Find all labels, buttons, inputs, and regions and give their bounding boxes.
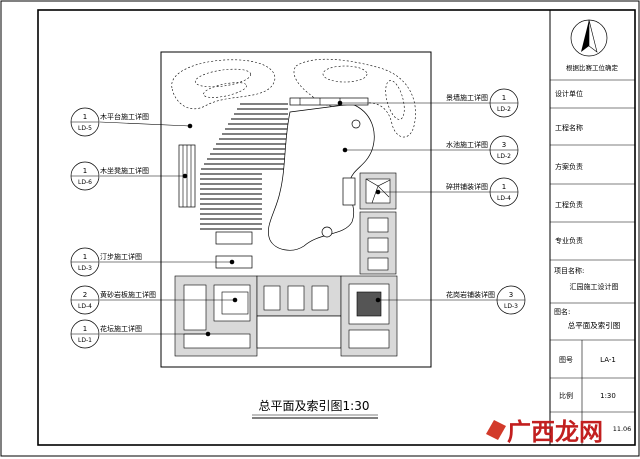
callout-label: 花坛施工详图 bbox=[100, 324, 142, 333]
site-boundary bbox=[160, 51, 432, 368]
callout-planter[interactable]: 1 LD-1 花坛施工详图 bbox=[70, 319, 142, 349]
wood-deck bbox=[200, 103, 288, 230]
north-note: 根据比赛工位确定 bbox=[566, 63, 619, 72]
callout-granite-paving[interactable]: 花岗岩铺装详图 3 LD-3 bbox=[446, 285, 526, 315]
callout-label: 木平台施工详图 bbox=[100, 112, 149, 121]
crazy-paving bbox=[359, 172, 397, 210]
design-unit-label: 设计单位 bbox=[555, 89, 583, 98]
callout-num: 2 bbox=[83, 291, 87, 299]
scale-value: 1:30 bbox=[600, 392, 616, 400]
scheme-lead-label: 方案负责 bbox=[555, 162, 583, 171]
callout-num: 1 bbox=[83, 113, 87, 121]
callout-ref: LD-2 bbox=[497, 153, 511, 160]
callout-label: 水池施工详图 bbox=[446, 140, 488, 149]
drawing-name-value: 总平面及索引图 bbox=[568, 320, 621, 330]
project-value: 汇园施工设计图 bbox=[570, 282, 619, 291]
callout-ref: LD-4 bbox=[78, 303, 92, 310]
callout-num: 3 bbox=[502, 141, 506, 149]
callout-num: 1 bbox=[83, 325, 87, 333]
date-value: 11.06 bbox=[613, 425, 632, 433]
sheet-no-value: LA-1 bbox=[600, 356, 616, 364]
scale-label: 比例 bbox=[559, 391, 573, 400]
callout-label: 花岗岩铺装详图 bbox=[446, 290, 495, 299]
callout-ref: LD-4 bbox=[497, 195, 511, 202]
callout-deck[interactable]: 1 LD-5 木平台施工详图 bbox=[70, 107, 149, 137]
watermark-text: 广西龙网 bbox=[507, 418, 603, 446]
callout-ref: LD-2 bbox=[497, 106, 511, 113]
site-plan bbox=[160, 51, 432, 368]
callout-num: 1 bbox=[83, 253, 87, 261]
planter-bed bbox=[174, 275, 258, 357]
callout-label: 碎拼铺装详图 bbox=[446, 182, 488, 191]
leader-lines bbox=[99, 100, 497, 337]
east-walkway bbox=[359, 211, 397, 275]
watermark-logo-icon bbox=[486, 420, 506, 440]
callout-pond[interactable]: 水池施工详图 3 LD-2 bbox=[446, 135, 519, 165]
callout-sandstone[interactable]: 2 LD-4 黄砂岩板施工详图 bbox=[70, 285, 156, 315]
title-block: 根据比赛工位确定 设计单位 工程名称 方案负责 工程负责 专业负责 项目名称: … bbox=[549, 10, 635, 445]
south-walkway bbox=[256, 275, 342, 349]
project-label: 项目名称: bbox=[554, 266, 584, 275]
callout-num: 1 bbox=[502, 94, 506, 102]
callout-num: 3 bbox=[509, 291, 513, 299]
callout-ref: LD-3 bbox=[504, 303, 518, 310]
pond-fountain bbox=[351, 119, 361, 129]
feature-wall bbox=[289, 97, 369, 106]
drawing-title: 总平面及索引图1:30 bbox=[259, 399, 370, 413]
callout-ref: LD-1 bbox=[78, 337, 92, 344]
callout-stepping-stone[interactable]: 1 LD-3 汀步施工详图 bbox=[70, 247, 142, 277]
watermark: 广西龙网 bbox=[486, 418, 603, 446]
pond-rock bbox=[321, 226, 333, 238]
callout-label: 黄砂岩板施工详图 bbox=[100, 290, 156, 299]
sandstone-slab bbox=[221, 291, 249, 315]
callout-label: 木坐凳施工详图 bbox=[100, 166, 149, 175]
callout-num: 1 bbox=[502, 183, 506, 191]
callout-crazy-paving[interactable]: 碎拼铺装详图 1 LD-4 bbox=[446, 177, 519, 207]
drawing-frame bbox=[37, 9, 636, 446]
callout-label: 汀步施工详图 bbox=[100, 252, 142, 261]
granite-paving bbox=[340, 275, 398, 357]
callout-feature-wall[interactable]: 景墙施工详图 1 LD-2 bbox=[446, 88, 519, 118]
stepping-stone bbox=[215, 231, 253, 245]
specialty-lead-label: 专业负责 bbox=[555, 236, 583, 245]
sheet-no-label: 图号 bbox=[559, 356, 573, 364]
engineering-lead-label: 工程负责 bbox=[555, 200, 583, 209]
drawing-name-label: 图名: bbox=[554, 307, 570, 316]
callout-ref: LD-3 bbox=[78, 265, 92, 272]
pond-planter bbox=[342, 177, 356, 206]
callout-num: 1 bbox=[83, 167, 87, 175]
lawn-outline-left bbox=[171, 59, 276, 110]
callout-label: 景墙施工详图 bbox=[446, 93, 488, 102]
callout-ref: LD-5 bbox=[78, 125, 92, 132]
callout-bench[interactable]: 1 LD-6 木坐凳施工详图 bbox=[70, 161, 149, 191]
callout-ref: LD-6 bbox=[78, 179, 92, 186]
lawn-outline-right bbox=[293, 58, 416, 138]
project-name-label: 工程名称 bbox=[555, 123, 583, 132]
